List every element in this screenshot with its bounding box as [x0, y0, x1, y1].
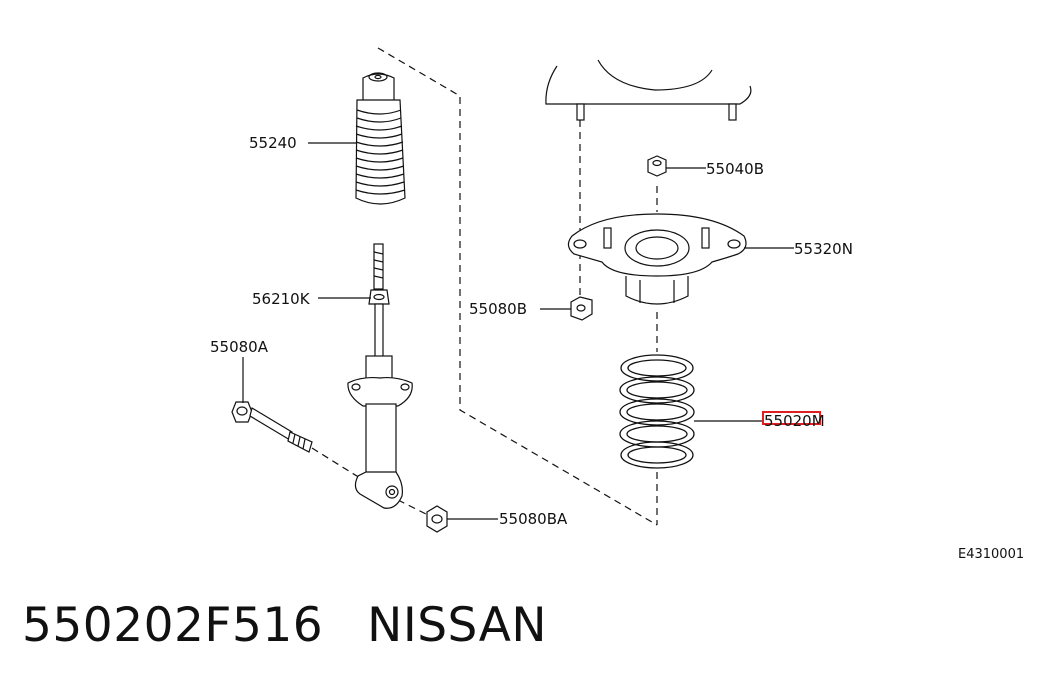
label-bound-bumper: 56210K [252, 290, 311, 308]
vehicle-body-part [545, 59, 752, 121]
strut-mount-part [567, 213, 747, 305]
lower-nut-part [426, 505, 448, 533]
leader-lines [242, 142, 794, 520]
label-lower-nut: 55080BA [499, 510, 568, 528]
part-number: 550202F516 [22, 598, 324, 653]
label-lower-bolt: 55080A [210, 338, 269, 356]
brand-name: NISSAN [367, 598, 548, 653]
label-boot: 55240 [249, 134, 297, 152]
footer-caption: 550202F516 NISSAN [22, 598, 547, 653]
upper-nut-part [570, 296, 593, 321]
label-coil-spring: 55020M [764, 412, 825, 430]
dust-boot-part [355, 72, 406, 205]
dashed-guide-lines [311, 47, 658, 526]
diagram-code: E4310001 [958, 547, 1024, 562]
coil-spring-part [619, 354, 695, 469]
label-mount-nut: 55040B [706, 160, 764, 178]
label-upper-nut: 55080B [469, 300, 527, 318]
shock-rod-part [368, 243, 390, 359]
mount-nut-part [647, 155, 667, 177]
shock-absorber-part [347, 355, 413, 509]
label-strut-mount: 55320N [794, 240, 853, 258]
highlight-box [762, 411, 821, 425]
lower-bolt-part [231, 401, 313, 453]
